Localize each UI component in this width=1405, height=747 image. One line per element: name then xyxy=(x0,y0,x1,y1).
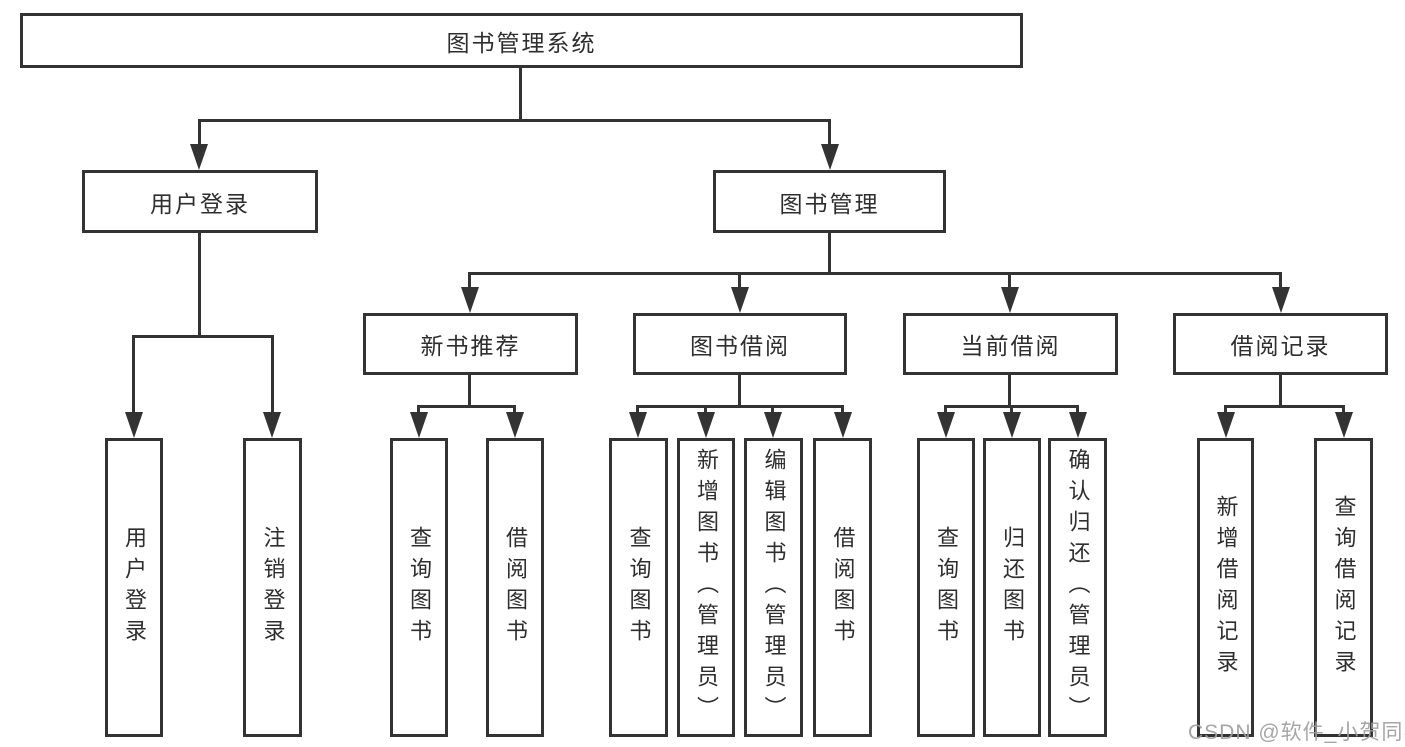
node-book-management-label: 图书管理 xyxy=(779,190,880,217)
arrow-down-icon xyxy=(263,412,281,438)
arrow-down-icon xyxy=(1069,412,1087,438)
connector-line xyxy=(1279,375,1282,408)
leaf-query-books-borrowing-label: 查询图书 xyxy=(626,525,652,650)
connector-line xyxy=(468,272,1282,275)
connector-line xyxy=(944,405,947,414)
arrow-down-icon xyxy=(821,144,839,170)
arrow-down-icon xyxy=(764,412,782,438)
leaf-edit-books-admin: 编辑图书（管理员） xyxy=(744,438,803,737)
connector-line xyxy=(1010,405,1013,414)
leaf-borrow-books-label: 借阅图书 xyxy=(830,525,856,650)
leaf-query-books-current: 查询图书 xyxy=(917,438,975,737)
node-user-login: 用户登录 xyxy=(82,170,318,233)
arrow-down-icon xyxy=(1003,412,1021,438)
connector-line xyxy=(1076,405,1079,414)
leaf-query-borrow-record: 查询借阅记录 xyxy=(1314,438,1373,737)
leaf-confirm-return-admin: 确认归还（管理员） xyxy=(1048,438,1107,737)
arrow-down-icon xyxy=(461,287,479,313)
leaf-query-books-borrowing: 查询图书 xyxy=(609,438,668,737)
arrow-down-icon xyxy=(125,412,143,438)
connector-line xyxy=(132,335,135,414)
arrow-down-icon xyxy=(834,412,852,438)
connector-line xyxy=(519,68,522,122)
connector-line xyxy=(1342,405,1345,414)
leaf-query-books-recommend: 查询图书 xyxy=(390,438,448,737)
connector-line xyxy=(271,335,274,414)
arrow-down-icon xyxy=(1217,412,1235,438)
arrow-down-icon xyxy=(190,144,208,170)
arrow-down-icon xyxy=(1001,287,1019,313)
arrow-down-icon xyxy=(410,412,428,438)
connector-line xyxy=(417,405,516,408)
leaf-query-books-current-label: 查询图书 xyxy=(934,525,959,650)
node-borrowing-records-label: 借阅记录 xyxy=(1230,333,1331,359)
connector-line xyxy=(1008,375,1011,408)
node-current-borrowing: 当前借阅 xyxy=(903,313,1118,375)
connector-line xyxy=(198,119,831,122)
leaf-borrow-books-recommend: 借阅图书 xyxy=(486,438,544,737)
leaf-query-books-recommend-label: 查询图书 xyxy=(407,525,432,650)
connector-line xyxy=(704,405,707,414)
arrow-down-icon xyxy=(1272,287,1290,313)
connector-line xyxy=(828,119,831,147)
leaf-add-borrow-record: 新增借阅记录 xyxy=(1197,438,1254,737)
node-borrowing-records: 借阅记录 xyxy=(1173,313,1388,375)
connector-line xyxy=(417,405,420,414)
node-library-system-root-label: 图书管理系统 xyxy=(446,29,597,56)
connector-line xyxy=(132,335,274,338)
leaf-borrow-books-recommend-label: 借阅图书 xyxy=(503,525,528,650)
connector-line xyxy=(636,405,639,414)
leaf-query-borrow-record-label: 查询借阅记录 xyxy=(1331,494,1357,681)
connector-line xyxy=(1279,272,1282,289)
node-user-login-label: 用户登录 xyxy=(150,190,250,217)
node-book-borrowing: 图书借阅 xyxy=(633,313,847,375)
connector-line xyxy=(198,233,201,338)
leaf-add-books-admin: 新增图书（管理员） xyxy=(677,438,735,737)
connector-line xyxy=(468,375,471,408)
connector-line xyxy=(513,405,516,414)
leaf-logout: 注销登录 xyxy=(243,438,302,737)
leaf-user-login-label: 用户登录 xyxy=(122,525,147,650)
node-new-book-recommendation: 新书推荐 xyxy=(363,313,578,375)
leaf-user-login: 用户登录 xyxy=(105,438,163,737)
leaf-return-books-label: 归还图书 xyxy=(1000,525,1025,650)
connector-line xyxy=(1224,405,1227,414)
connector-line xyxy=(771,405,774,414)
node-new-book-recommendation-label: 新书推荐 xyxy=(420,333,521,359)
node-book-borrowing-label: 图书借阅 xyxy=(690,333,790,359)
arrow-down-icon xyxy=(629,412,647,438)
arrow-down-icon xyxy=(697,412,715,438)
arrow-down-icon xyxy=(506,412,524,438)
connector-line xyxy=(198,119,201,147)
arrow-down-icon xyxy=(1335,412,1353,438)
connector-line xyxy=(1224,405,1345,408)
connector-line xyxy=(636,405,844,408)
leaf-borrow-books: 借阅图书 xyxy=(813,438,872,737)
connector-line xyxy=(828,233,831,275)
arrow-down-icon xyxy=(731,287,749,313)
connector-line xyxy=(1008,272,1011,289)
connector-line xyxy=(738,375,741,408)
leaf-logout-label: 注销登录 xyxy=(260,525,286,650)
leaf-edit-books-admin-label: 编辑图书（管理员） xyxy=(761,448,787,727)
node-library-system-root: 图书管理系统 xyxy=(20,13,1023,68)
csdn-watermark: CSDN @软件_小贺同学 xyxy=(1188,721,1405,744)
leaf-add-books-admin-label: 新增图书（管理员） xyxy=(694,448,719,727)
node-book-management: 图书管理 xyxy=(713,170,946,233)
leaf-add-borrow-record-label: 新增借阅记录 xyxy=(1213,494,1239,681)
leaf-return-books: 归还图书 xyxy=(983,438,1041,737)
arrow-down-icon xyxy=(937,412,955,438)
connector-line xyxy=(738,272,741,289)
connector-line xyxy=(468,272,471,289)
leaf-confirm-return-admin-label: 确认归还（管理员） xyxy=(1065,448,1091,727)
node-current-borrowing-label: 当前借阅 xyxy=(960,333,1061,359)
connector-line xyxy=(841,405,844,414)
